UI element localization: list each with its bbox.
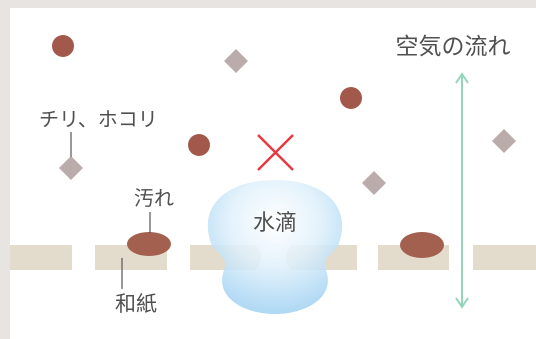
washi-paper-strip xyxy=(10,245,72,270)
air-flow-arrow-icon xyxy=(455,72,469,309)
air-flow-arrow-head-down xyxy=(455,297,469,309)
water-droplet-icon xyxy=(207,180,343,314)
dust-particle-diamond-icon xyxy=(59,156,83,180)
dust-label: チリ、ホコリ xyxy=(39,107,158,131)
dust-particle-circle-icon xyxy=(188,134,210,156)
dust-particle-circle-icon xyxy=(340,87,362,109)
dust-particle-circle-icon xyxy=(52,35,74,57)
dust-particle-diamond-icon xyxy=(362,171,386,195)
dust-particle-diamond-icon xyxy=(492,129,516,153)
washi-label: 和紙 xyxy=(115,292,157,316)
dust-particle-diamond-icon xyxy=(224,49,248,73)
stain-spot xyxy=(127,232,171,256)
cross-icon xyxy=(257,134,294,171)
cross-stroke-b xyxy=(257,134,294,171)
air-flow-label: 空気の流れ xyxy=(396,34,511,60)
stain-label: 汚れ xyxy=(134,186,174,210)
air-flow-arrow-head-up xyxy=(455,72,469,84)
washi-paper-strip xyxy=(473,245,536,270)
stain-spot xyxy=(400,232,444,258)
water-drop-label: 水滴 xyxy=(253,211,297,236)
